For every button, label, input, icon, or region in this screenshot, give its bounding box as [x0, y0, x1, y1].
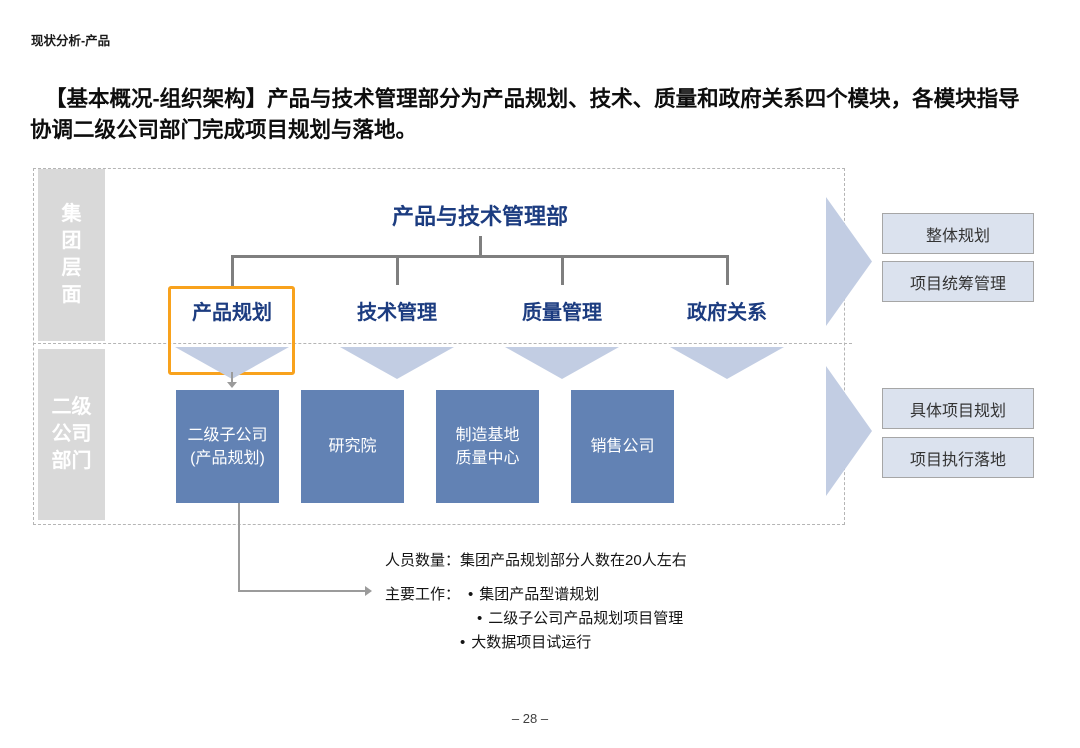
role-specific-project-planning: 具体项目规划 [882, 388, 1034, 429]
diagram-frame [33, 168, 845, 525]
tree-drop-3 [561, 255, 564, 285]
note-connector-hline [238, 590, 366, 592]
section-divider-line [33, 343, 852, 344]
unit-subsidiary-product-planning: 二级子公司 (产品规划) [176, 390, 279, 503]
note-staff-value: 集团产品规划部分人数在20人左右 [460, 552, 687, 569]
tree-stub-line [479, 236, 482, 257]
unit-sales-company: 销售公司 [571, 390, 674, 503]
unit-label-line1: 研究院 [328, 438, 377, 455]
headline-line1: 【基本概况-组织架构】产品与技术管理部分为产品规划、技术、质量和政府关系四个模块… [45, 87, 1020, 111]
unit-label-line2: (产品规划) [190, 449, 265, 467]
unit-label-line1: 销售公司 [590, 438, 655, 455]
note-connector-arrow-icon [365, 586, 372, 596]
module-quality: 质量管理 [522, 302, 602, 324]
role-project-execution: 项目执行落地 [882, 437, 1034, 478]
role-overall-planning: 整体规划 [882, 213, 1034, 254]
dept-title: 产品与技术管理部 [391, 204, 568, 229]
tree-drop-4 [726, 255, 729, 285]
tree-horizontal-line [231, 255, 728, 258]
headline-line2: 协调二级公司部门完成项目规划与落地。 [30, 118, 418, 142]
role-project-coordination: 项目统筹管理 [882, 261, 1034, 302]
bullet-icon: • [468, 586, 474, 603]
module-product-planning: 产品规划 [192, 302, 272, 324]
unit-research-institute: 研究院 [301, 390, 404, 503]
tree-drop-1 [231, 255, 234, 286]
slide-kicker: 现状分析-产品 [31, 34, 111, 48]
note-bullet-3-text: 大数据项目试运行 [471, 634, 592, 651]
slide-headline: 【基本概况-组织架构】产品与技术管理部分为产品规划、技术、质量和政府关系四个模块… [30, 84, 1060, 146]
note-staff-line: 人员数量：集团产品规划部分人数在20人左右 [385, 549, 687, 570]
page-number: – 28 – [511, 711, 549, 726]
note-staff-label: 人员数量： [385, 552, 461, 569]
module-technology: 技术管理 [357, 302, 437, 324]
note-bullet-2-text: 二级子公司产品规划项目管理 [488, 610, 684, 627]
band-group-label: 集团层面 [61, 203, 82, 306]
note-work-label: 主要工作： [385, 586, 461, 603]
note-connector-vline [238, 503, 240, 591]
highlight-to-unit-arrow-icon [227, 382, 237, 388]
bullet-icon: • [460, 634, 466, 651]
unit-label-line1: 二级子公司 [187, 426, 268, 444]
note-bullet-1-text: 集团产品型谱规划 [479, 586, 600, 603]
chevron-right-group-icon [826, 197, 872, 326]
module-government: 政府关系 [687, 302, 767, 324]
unit-label-line1: 制造基地 [455, 426, 520, 444]
note-bullet-1: • 集团产品型谱规划 [468, 583, 599, 604]
band-subsidiary-label: 二级公司部门 [51, 396, 92, 472]
unit-label-line2: 质量中心 [455, 449, 520, 467]
note-bullet-2: • 二级子公司产品规划项目管理 [477, 607, 683, 628]
bullet-icon: • [477, 610, 483, 627]
tree-drop-2 [396, 255, 399, 285]
highlight-to-unit-line [231, 372, 233, 383]
band-group-level: 集团层面 [38, 169, 105, 341]
chevron-right-sub-icon [826, 366, 872, 496]
note-bullet-3: • 大数据项目试运行 [460, 631, 591, 652]
unit-manufacturing-quality-center: 制造基地 质量中心 [436, 390, 539, 503]
band-subsidiary-level: 二级公司部门 [38, 349, 105, 520]
